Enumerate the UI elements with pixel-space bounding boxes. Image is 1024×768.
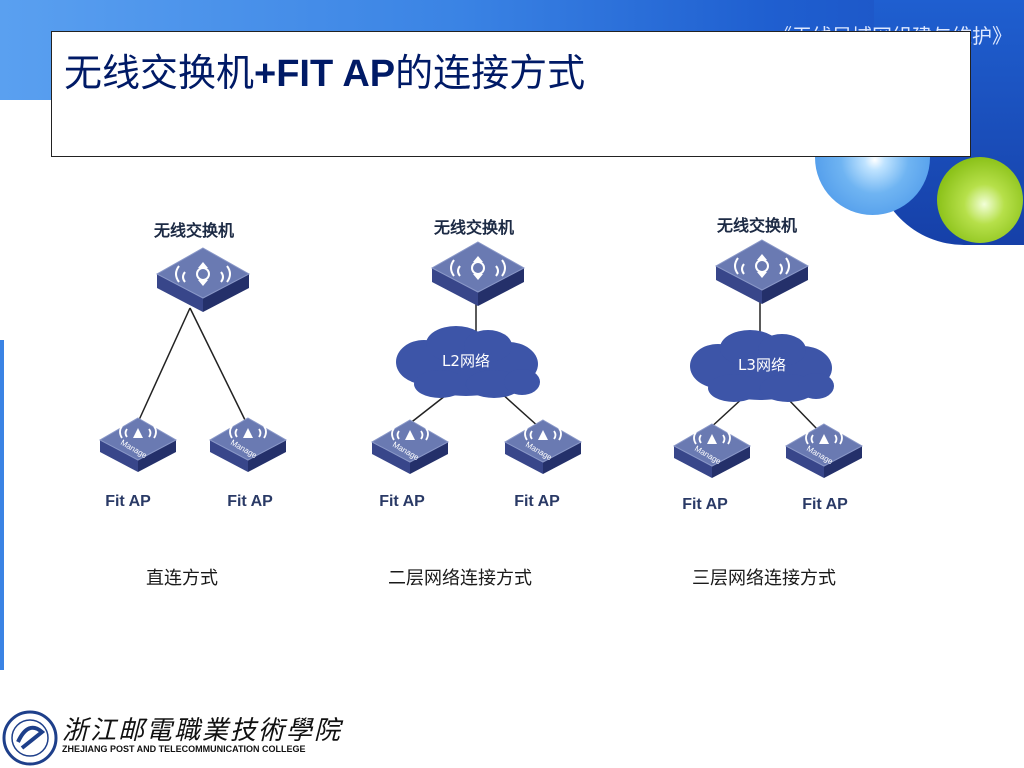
fit-ap-icon xyxy=(785,423,863,479)
college-name-cn: 浙江邮電職業技術學院 xyxy=(62,716,343,746)
diagram-layer2: 无线交换机 L2网络 Manage Manage Fit AP Fit AP 二… xyxy=(371,218,582,589)
ap-right-label: Fit AP xyxy=(227,493,273,510)
fit-ap-icon xyxy=(99,417,177,473)
ap-right-label: Fit AP xyxy=(802,496,848,513)
slide-title-box: 无线交换机+FIT AP的连接方式 xyxy=(51,31,971,157)
fit-ap-icon xyxy=(371,419,449,475)
fit-ap-icon xyxy=(504,419,582,475)
wireless-switch-icon xyxy=(715,239,809,305)
slide-title-prefix: 无线交换机 xyxy=(64,51,255,95)
network-label: L3网络 xyxy=(738,356,786,374)
diagram-layer3: 无线交换机 L3网络 Manage Manage Fit AP Fit AP 三… xyxy=(673,216,863,589)
college-seal-icon xyxy=(2,710,58,766)
switch-label: 无线交换机 xyxy=(433,218,514,237)
decor-green-circle xyxy=(937,157,1023,243)
slide-title: 无线交换机+FIT AP的连接方式 xyxy=(64,42,585,97)
diagram-caption: 直连方式 xyxy=(146,568,218,589)
college-footer: 浙江邮電職業技術學院 ZHEJIANG POST AND TELECOMMUNI… xyxy=(0,706,340,768)
switch-label: 无线交换机 xyxy=(153,221,234,240)
slide-title-latin: +FIT AP xyxy=(254,53,396,95)
ap-right-label: Fit AP xyxy=(514,493,560,510)
left-decor-stripe xyxy=(0,340,4,670)
fit-ap-icon xyxy=(209,417,287,473)
fit-ap-icon xyxy=(673,423,751,479)
switch-label: 无线交换机 xyxy=(716,216,797,235)
wireless-switch-icon xyxy=(156,247,250,313)
ap-left-label: Fit AP xyxy=(379,493,425,510)
wireless-switch-icon xyxy=(431,241,525,307)
network-label: L2网络 xyxy=(442,352,490,370)
diagram-direct: 无线交换机 Manage Manage Fit AP Fit AP 直连方式 xyxy=(99,221,287,589)
diagram-caption: 三层网络连接方式 xyxy=(692,568,836,589)
slide-title-suffix: 的连接方式 xyxy=(395,51,586,95)
ap-left-label: Fit AP xyxy=(105,493,151,510)
college-name-en: ZHEJIANG POST AND TELECOMMUNICATION COLL… xyxy=(62,744,306,754)
diagram-caption: 二层网络连接方式 xyxy=(388,568,532,589)
ap-left-label: Fit AP xyxy=(682,496,728,513)
